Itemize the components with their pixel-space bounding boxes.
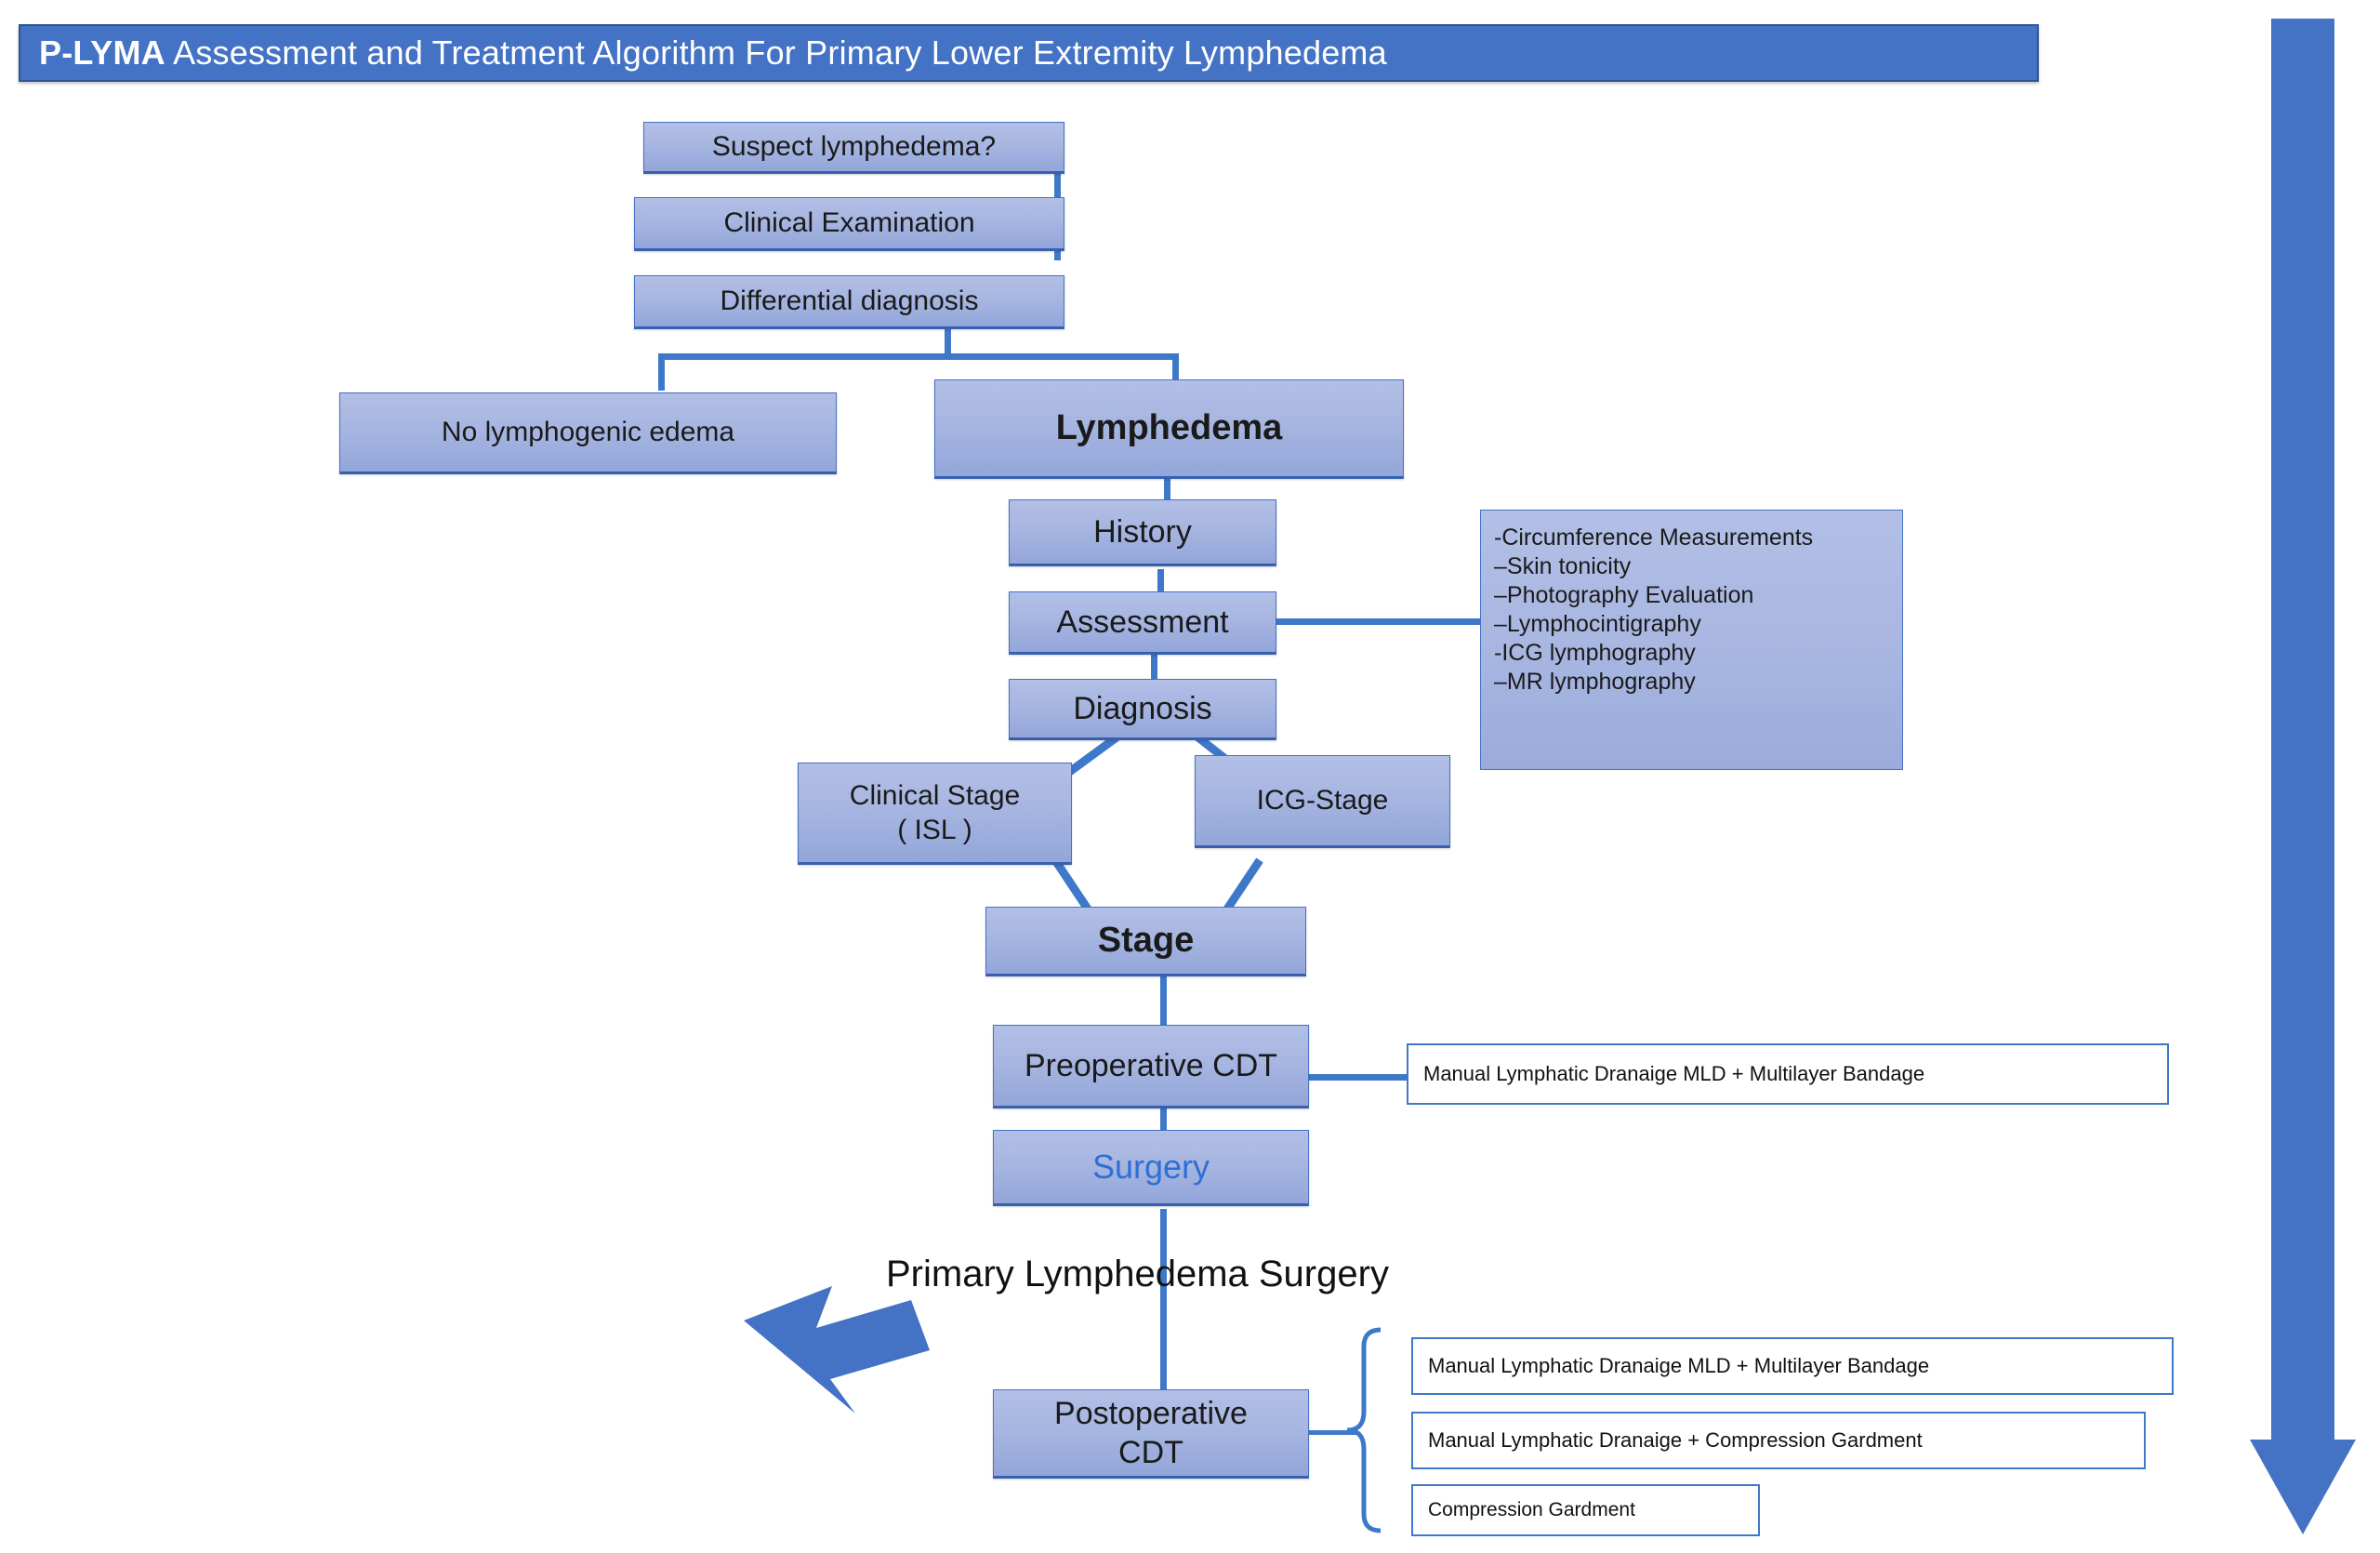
postop-treatment-label: Compression Gardment: [1428, 1499, 1635, 1520]
postop-treatment-label: Manual Lymphatic Dranaige + Compression …: [1428, 1428, 1923, 1452]
box-surgery-label: Surgery: [1091, 1147, 1210, 1186]
connector-history-to-assessment: [1157, 569, 1164, 606]
box-differential-diagnosis-label: Differential diagnosis: [720, 285, 979, 317]
assessment-detail-item: –Photography Evaluation: [1494, 582, 1754, 608]
box-icg-stage[interactable]: ICG-Stage: [1195, 755, 1450, 848]
primary-lymphedema-surgery-label: Primary Lymphedema Surgery: [886, 1254, 1389, 1294]
page-title-bar: P-LYMA Assessment and Treatment Algorith…: [19, 24, 2039, 82]
connector-differential-down: [945, 321, 951, 358]
box-clinical-examination[interactable]: Clinical Examination: [634, 197, 1064, 251]
box-preoperative-cdt[interactable]: Preoperative CDT: [993, 1025, 1309, 1108]
box-postoperative-cdt-label-line1: Postoperative: [1054, 1395, 1248, 1431]
connector-assessment-to-diagnosis: [1151, 651, 1157, 686]
preop-treatment-box[interactable]: Manual Lymphatic Dranaige MLD + Multilay…: [1407, 1043, 2169, 1105]
postop-treatment-box[interactable]: Compression Gardment: [1411, 1484, 1760, 1536]
box-differential-diagnosis[interactable]: Differential diagnosis: [634, 275, 1064, 329]
box-clinical-examination-label: Clinical Examination: [723, 207, 975, 239]
assessment-detail-item: –Lymphocintigraphy: [1494, 611, 1701, 637]
box-clinical-stage-isl[interactable]: Clinical Stage ( ISL ): [798, 763, 1072, 865]
box-history-label: History: [1093, 513, 1192, 550]
connector-split-left-down: [658, 353, 665, 391]
box-clinical-stage-label-line2: ( ISL ): [897, 815, 972, 845]
box-suspect-lymphedema[interactable]: Suspect lymphedema?: [643, 122, 1064, 174]
connector-postop-to-brace: [1309, 1430, 1357, 1435]
connector-split-horizontal: [658, 353, 1179, 360]
box-lymphedema-label: Lymphedema: [1055, 408, 1283, 448]
box-clinical-stage-label-line1: Clinical Stage: [849, 779, 1021, 811]
connector-surgery-to-postop: [1160, 1209, 1167, 1395]
box-stage-label: Stage: [1097, 921, 1195, 961]
box-lymphedema[interactable]: Lymphedema: [934, 379, 1404, 479]
box-history[interactable]: History: [1009, 499, 1276, 566]
box-postoperative-cdt-label-line2: CDT: [1118, 1435, 1183, 1470]
assessment-detail-item: -ICG lymphography: [1494, 640, 1696, 666]
box-stage[interactable]: Stage: [985, 907, 1306, 976]
connector-stage-to-preop: [1160, 975, 1167, 1032]
box-diagnosis[interactable]: Diagnosis: [1009, 679, 1276, 740]
box-assessment-label: Assessment: [1056, 604, 1229, 640]
connector-preop-to-treatment: [1305, 1074, 1408, 1081]
left-down-arrow-icon: [744, 1286, 930, 1414]
box-diagnosis-label: Diagnosis: [1073, 690, 1212, 726]
page-title-brand: P-LYMA: [39, 33, 165, 72]
postop-treatment-label: Manual Lymphatic Dranaige MLD + Multilay…: [1428, 1354, 1930, 1377]
box-surgery[interactable]: Surgery: [993, 1130, 1309, 1206]
preop-treatment-label: Manual Lymphatic Dranaige MLD + Multilay…: [1423, 1062, 1925, 1085]
postop-treatment-box[interactable]: Manual Lymphatic Dranaige MLD + Multilay…: [1411, 1337, 2174, 1395]
box-no-lymphogenic-edema[interactable]: No lymphogenic edema: [339, 392, 837, 474]
postop-treatment-box[interactable]: Manual Lymphatic Dranaige + Compression …: [1411, 1412, 2146, 1469]
box-no-lymphogenic-edema-label: No lymphogenic edema: [441, 417, 735, 448]
down-arrow-icon: [2250, 19, 2356, 1534]
assessment-detail-item: –Skin tonicity: [1494, 553, 1632, 579]
box-icg-stage-label: ICG-Stage: [1256, 785, 1389, 816]
connector-assessment-to-details: [1255, 618, 1488, 625]
page-title: P-LYMA Assessment and Treatment Algorith…: [39, 33, 1387, 73]
box-suspect-lymphedema-label: Suspect lymphedema?: [711, 131, 997, 163]
connector-suspect-to-exam: [1054, 169, 1061, 197]
assessment-details-panel[interactable]: -Circumference Measurements –Skin tonici…: [1480, 510, 1903, 770]
connector-lymphedema-to-history: [1164, 474, 1170, 507]
page-title-rest: Assessment and Treatment Algorithm For P…: [165, 33, 1387, 72]
box-postoperative-cdt[interactable]: Postoperative CDT: [993, 1389, 1309, 1479]
assessment-detail-item: -Circumference Measurements: [1494, 524, 1814, 551]
box-preoperative-cdt-label: Preoperative CDT: [1024, 1047, 1278, 1083]
connector-split-right-down: [1172, 353, 1179, 383]
box-assessment[interactable]: Assessment: [1009, 591, 1276, 655]
assessment-detail-item: –MR lymphography: [1494, 669, 1696, 695]
